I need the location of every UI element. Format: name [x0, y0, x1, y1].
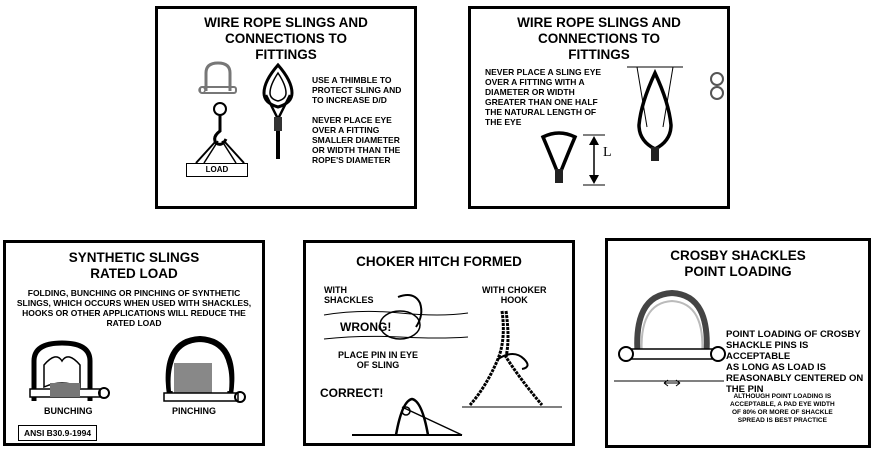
correct-shackle-icon — [352, 397, 463, 436]
bunching-label: BUNCHING — [44, 406, 93, 416]
point-loading-note: POINT LOADING OF CROSBY SHACKLE PINS IS … — [726, 329, 864, 395]
panel-wire-rope-eye-length: WIRE ROPE SLINGS AND CONNECTIONS TO FITT… — [468, 6, 730, 209]
pinching-shackle-icon — [163, 335, 246, 403]
thimble-sling-icon — [262, 62, 294, 159]
panel-title: WIRE ROPE SLINGS AND CONNECTIONS TO FITT… — [517, 15, 681, 62]
panel-title: WIRE ROPE SLINGS AND CONNECTIONS TO FITT… — [204, 15, 368, 62]
pinching-label: PINCHING — [172, 406, 217, 416]
panel-title: CHOKER HITCH FORMED — [356, 254, 522, 269]
with-choker-hook-label: WITH CHOKER HOOK — [482, 285, 547, 305]
choker-hook-icon — [462, 310, 562, 408]
synthetic-note: FOLDING, BUNCHING OR PINCHING OF SYNTHET… — [16, 288, 252, 328]
eye-length-note: NEVER PLACE A SLING EYE OVER A FITTING W… — [485, 67, 602, 127]
eye-fitting-note: NEVER PLACE EYE OVER A FITTING SMALLER D… — [312, 115, 401, 165]
eye-bolt-icon — [710, 72, 724, 100]
hook-load-icon — [195, 102, 245, 164]
sling-eye-icon — [540, 131, 578, 183]
hanging-sling-icon — [627, 66, 683, 161]
length-dimension-arrow — [583, 134, 605, 186]
correct-label: CORRECT! — [320, 386, 384, 400]
small-shackle-icon — [198, 61, 237, 94]
panel-title: CROSBY SHACKLES POINT LOADING — [670, 248, 806, 279]
bunching-shackle-icon — [29, 340, 110, 401]
panel-choker-hitch: CHOKER HITCH FORMED WITH SHACKLES WRONG!… — [303, 240, 575, 446]
wrong-label: WRONG! — [340, 320, 392, 334]
dimension-label: L — [603, 145, 612, 160]
pad-eye-footnote: ALTHOUGH POINT LOADING IS ACCEPTABLE, A … — [730, 393, 835, 424]
load-box: LOAD — [186, 163, 248, 177]
panel-synthetic-slings: SYNTHETIC SLINGS RATED LOAD FOLDING, BUN… — [3, 240, 265, 446]
wrong-shackle-icon — [323, 294, 469, 340]
panel-title: SYNTHETIC SLINGS RATED LOAD — [68, 250, 200, 281]
ansi-reference: ANSI B30.9-1994 — [18, 425, 98, 441]
panel-crosby-shackles: CROSBY SHACKLES POINT LOADING POINT LOAD… — [605, 238, 871, 448]
with-shackles-label: WITH SHACKLES — [324, 285, 374, 305]
panel-wire-rope-thimble: WIRE ROPE SLINGS AND CONNECTIONS TO FITT… — [155, 6, 417, 209]
crosby-shackle-icon — [614, 289, 726, 387]
place-pin-label: PLACE PIN IN EYE OF SLING — [338, 350, 419, 370]
thimble-note: USE A THIMBLE TO PROTECT SLING AND TO IN… — [312, 75, 402, 105]
